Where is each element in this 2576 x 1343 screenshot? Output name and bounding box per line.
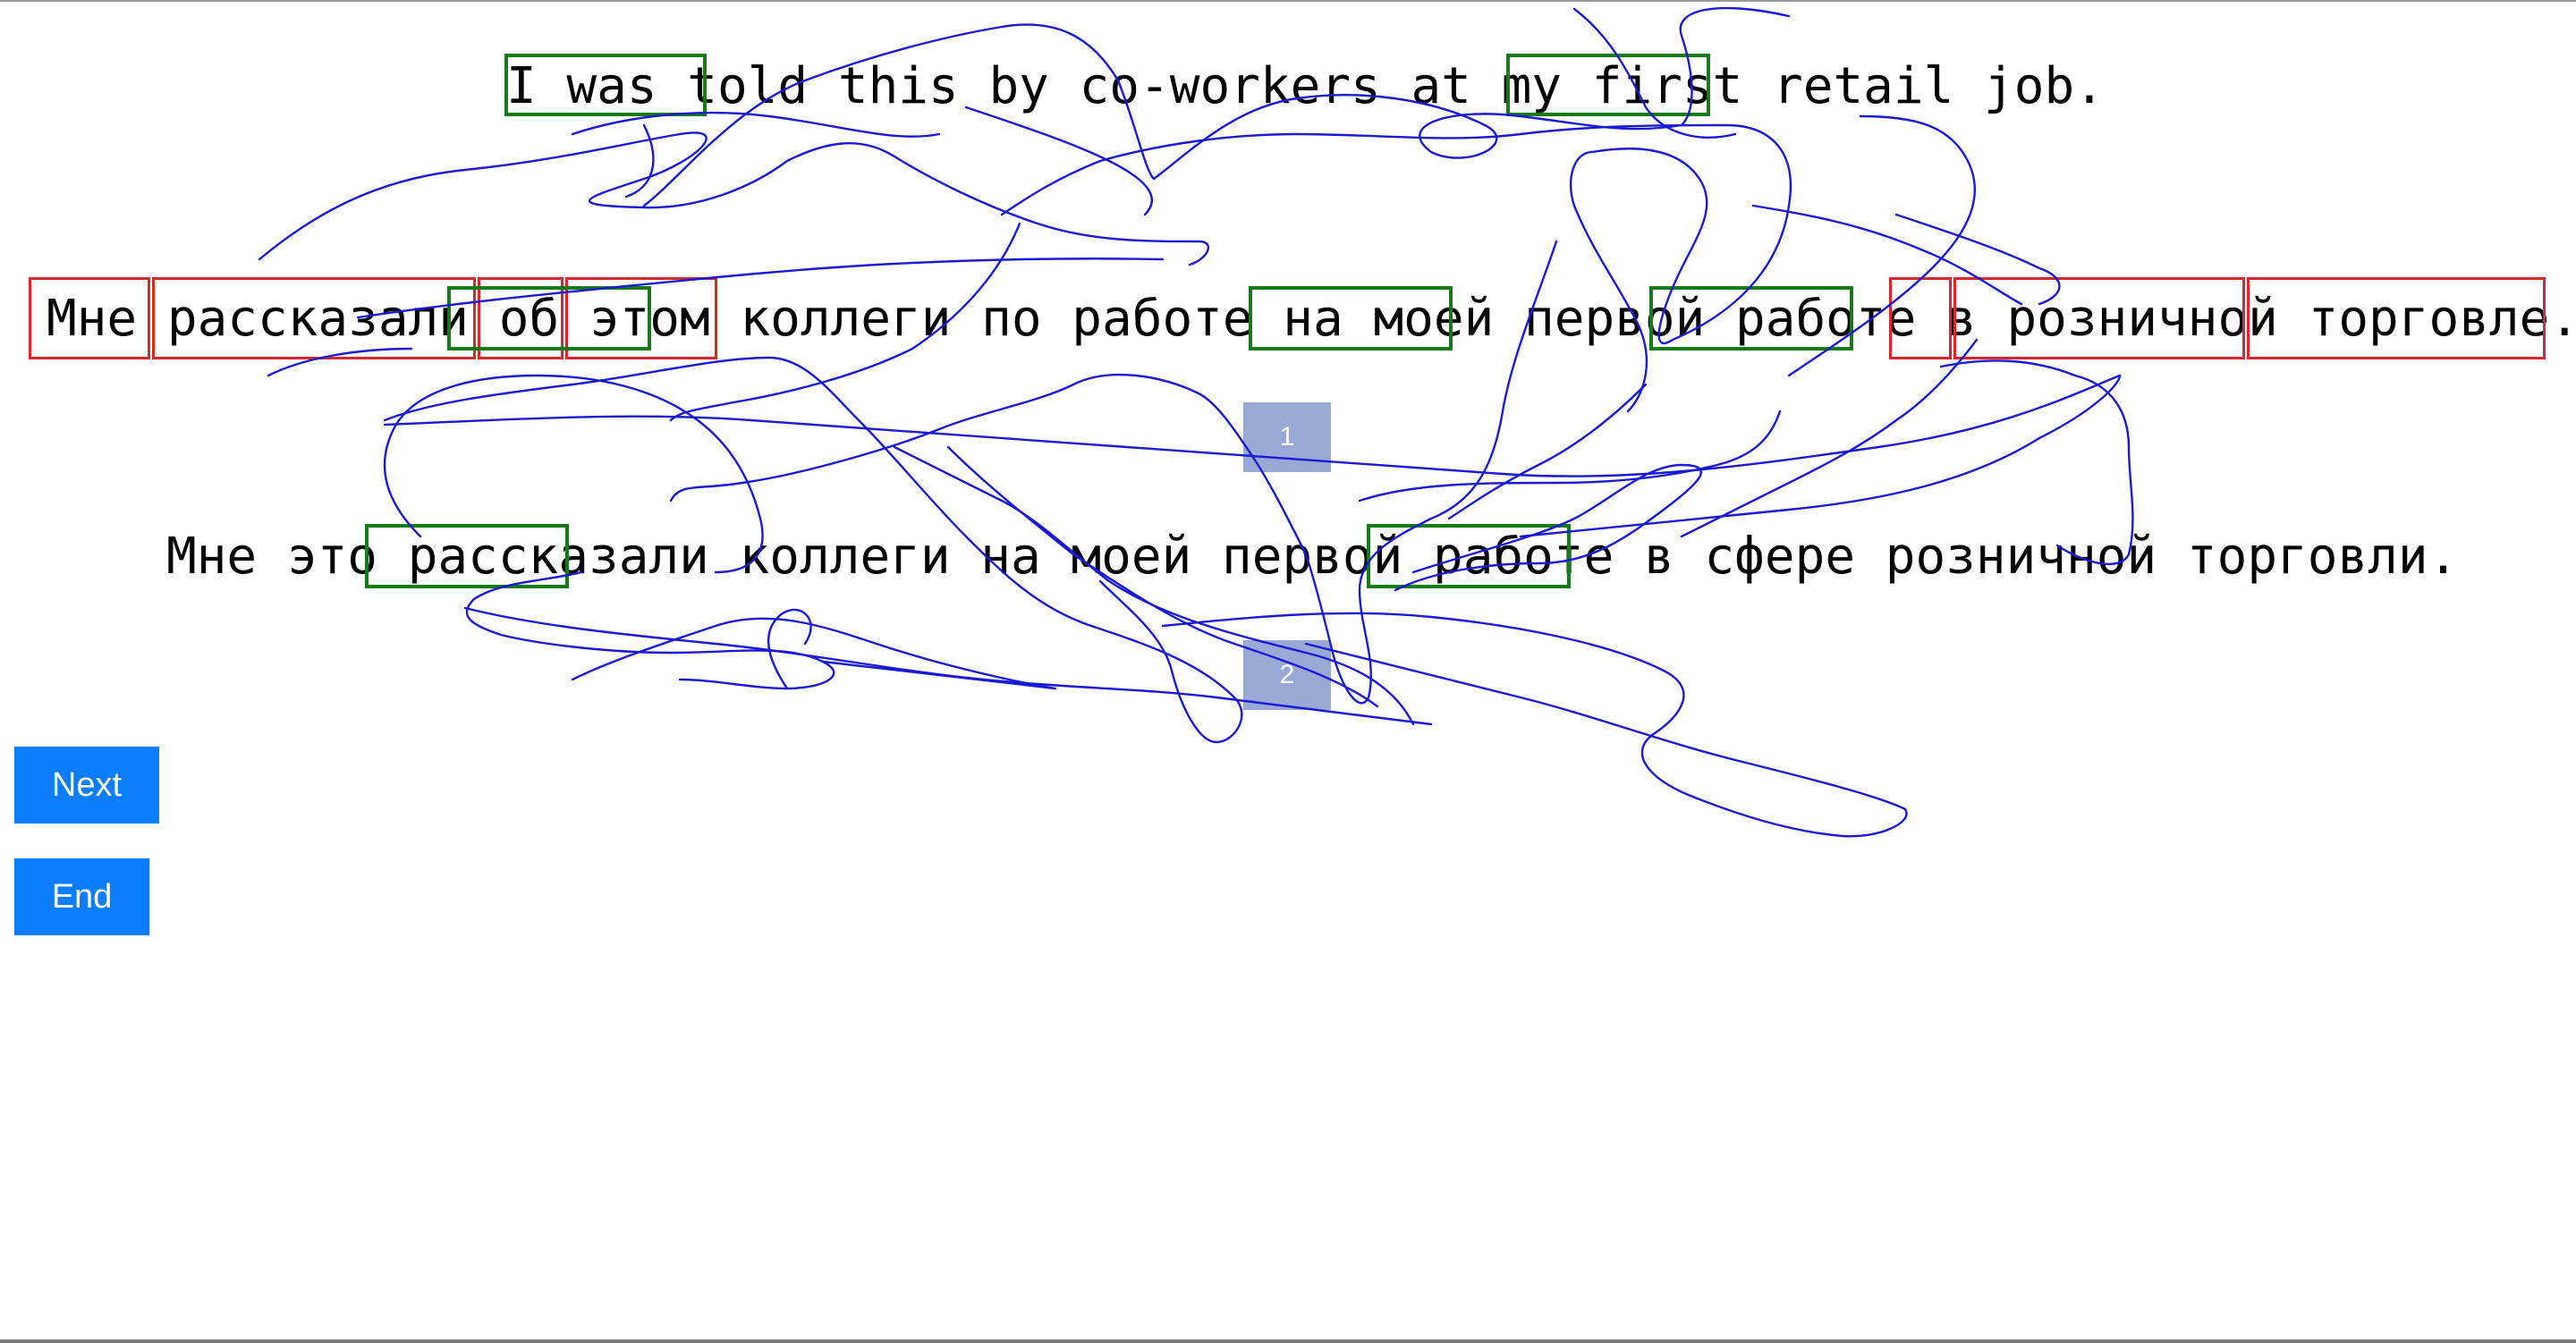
trace-stroke [258, 131, 1210, 266]
target-span-na-moey[interactable] [1249, 286, 1453, 351]
target-span-rabote[interactable] [1649, 286, 1853, 351]
next-button[interactable]: Next [14, 747, 159, 824]
trace-stroke [465, 570, 835, 690]
trace-stroke [571, 617, 1057, 690]
source-span-my-first[interactable] [1506, 54, 1710, 116]
alternative-span-rabote[interactable] [1367, 524, 1571, 588]
trace-stroke [964, 106, 1154, 216]
target-word-box-torgovle[interactable] [2247, 277, 2546, 359]
trace-stroke [767, 608, 812, 690]
trace-stroke [1680, 338, 1979, 538]
end-button[interactable]: End [14, 858, 149, 935]
trace-stroke [1519, 374, 2122, 538]
alignment-badge-1[interactable]: 1 [1243, 402, 1331, 472]
target-word-box-roznichnoy[interactable] [1953, 277, 2245, 359]
top-border [0, 0, 2576, 2]
trace-stroke [1447, 383, 1648, 520]
target-span-ob-etom[interactable] [447, 286, 651, 351]
source-sentence: I was told this by co-workers at my firs… [506, 57, 2105, 115]
trace-stroke [624, 123, 655, 198]
target-word-box-mne[interactable] [29, 277, 150, 359]
alignment-badge-2[interactable]: 2 [1243, 640, 1331, 710]
trace-stroke [1000, 123, 1792, 413]
target-word-box-rasskazali[interactable] [152, 277, 476, 359]
source-span-i-was[interactable] [504, 54, 707, 116]
alternative-span-rasskazali[interactable] [365, 524, 569, 588]
target-word-box-v[interactable] [1889, 277, 1952, 359]
bottom-border [0, 1339, 2576, 1343]
trace-stroke [1358, 410, 1782, 503]
